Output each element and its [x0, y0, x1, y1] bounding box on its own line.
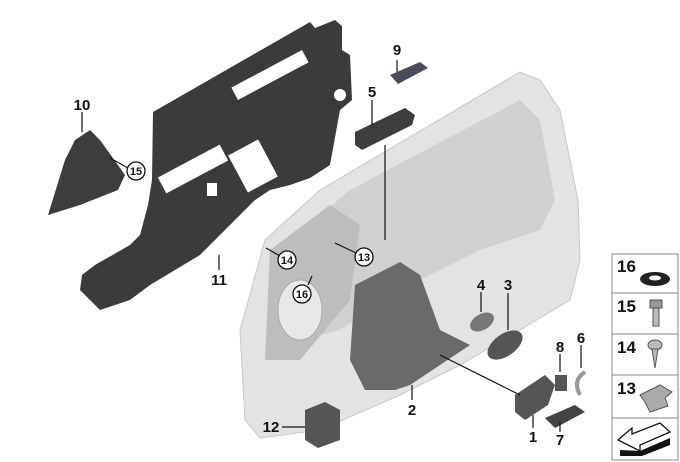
callout-3: 3 [504, 277, 512, 294]
pan-head-screw-icon [647, 339, 663, 369]
callout-15-circle: 15 [126, 161, 146, 181]
part-10-bracket [48, 130, 125, 215]
part-9-switch-cover [390, 62, 428, 84]
callout-1: 1 [529, 429, 537, 446]
part-3-speaker-grille [487, 330, 523, 360]
callout-4: 4 [477, 277, 486, 294]
clip-nut-icon [639, 384, 673, 413]
legend-13: 13 [617, 379, 636, 398]
part-2-armrest-cover [350, 262, 470, 390]
svg-text:13: 13 [358, 252, 370, 264]
callout-12: 12 [263, 419, 280, 436]
hex-screw-icon [649, 299, 663, 327]
svg-text:14: 14 [281, 255, 294, 267]
callout-5: 5 [368, 84, 376, 101]
part-4-cover [470, 312, 494, 332]
part-6-seal [574, 370, 587, 396]
callout-10: 10 [74, 97, 91, 114]
callout-7: 7 [556, 432, 564, 449]
part-7-pad [545, 405, 585, 428]
legend-16: 16 [617, 257, 636, 276]
callout-16-circle: 16 [292, 284, 312, 304]
part-5-window-switch [355, 108, 415, 150]
part-1-door-handle [515, 375, 555, 420]
fasteners-legend: 16 15 14 13 [611, 253, 679, 461]
callout-11: 11 [211, 272, 227, 289]
part-8-clip [555, 375, 567, 391]
svg-text:16: 16 [296, 289, 308, 301]
legend-15: 15 [617, 297, 636, 316]
legend-14: 14 [617, 338, 636, 357]
svg-text:15: 15 [130, 166, 142, 178]
callout-9: 9 [393, 42, 401, 59]
direction-arrow-icon [616, 422, 672, 453]
callout-14-circle: 14 [277, 250, 297, 270]
callout-6: 6 [577, 330, 585, 347]
callout-13-circle: 13 [354, 247, 374, 267]
callout-8: 8 [556, 339, 564, 356]
part-12-foam-block [305, 402, 340, 448]
callout-2: 2 [408, 402, 416, 419]
